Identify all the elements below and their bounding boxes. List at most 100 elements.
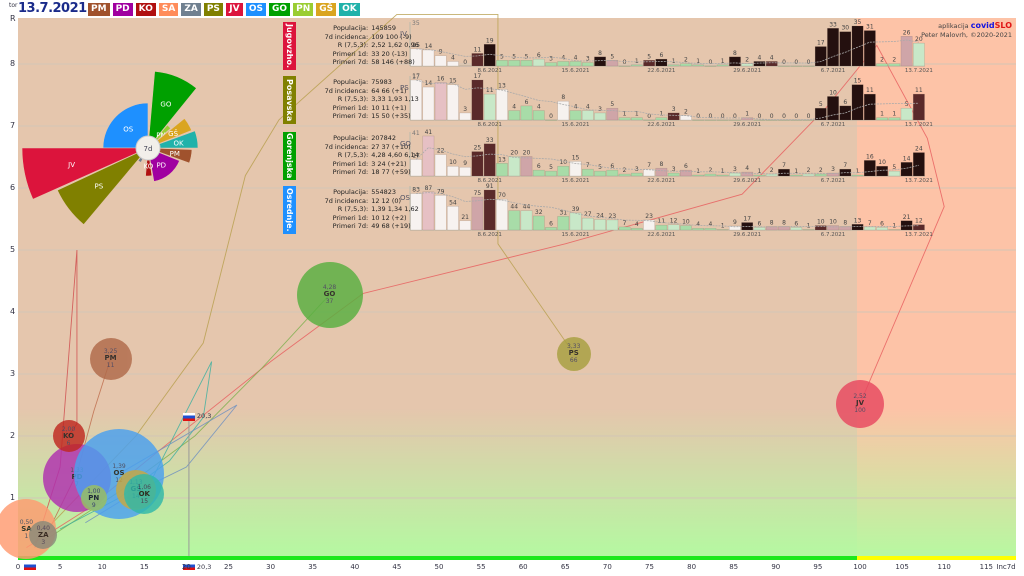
slovenia-value: 20,3 (196, 563, 212, 571)
bar-value-label: 9 (733, 219, 737, 226)
region-chip-OK[interactable]: OK (339, 3, 360, 16)
x-tick-label: 105 (895, 563, 909, 571)
bar (851, 174, 864, 177)
bar (520, 156, 533, 177)
bar (618, 117, 631, 121)
bar-value-label: 30 (841, 25, 849, 32)
bar-value-label: 15 (572, 154, 580, 161)
current-date: 13.7.2021 (18, 1, 87, 16)
bar-value-label: 1 (856, 168, 860, 175)
bar (888, 229, 901, 231)
pie-center (135, 135, 161, 161)
bar (900, 220, 913, 231)
bar-value-label: 6 (537, 52, 541, 59)
bubble-code: SA (21, 524, 32, 533)
bar (459, 65, 472, 67)
region-chip-PN[interactable]: PN (293, 3, 314, 16)
bubble-r: 4,28 (322, 284, 337, 292)
bar-value-label: 7 (843, 162, 847, 169)
stat-row: R (7,5,3) :2,52 1,62 0,96 (300, 41, 419, 50)
bar (643, 60, 655, 67)
stat-label: 7d incidenca (324, 32, 366, 41)
bar (557, 165, 570, 177)
region-chip-KO[interactable]: KO (135, 3, 156, 16)
bar-value-label: 24 (915, 146, 923, 153)
stat-value: 1,39 1,34 1,62 (371, 205, 419, 213)
bubble-r: 1,00 (87, 487, 101, 495)
bubble-code: PN (88, 493, 100, 502)
stat-label: Primeri 7d (332, 58, 366, 66)
pie-slice-PS (56, 147, 149, 226)
slovenia-value: 20,3 (196, 412, 212, 421)
stat-separator: : (366, 32, 369, 41)
max-label: 41 (412, 130, 420, 137)
pie-slice-KO (145, 147, 153, 177)
credits: aplikacija covidSLO Peter Malovrh, ©2020… (921, 21, 1012, 40)
pie-slice-JV (21, 147, 149, 200)
bar-value-label: 5 (549, 164, 553, 171)
x-tick-label: 0 (15, 563, 21, 571)
bar-value-label: 7 (647, 162, 651, 169)
bar-value-label: 7 (868, 220, 872, 227)
bar-value-label: 83 (412, 187, 420, 194)
bar-value-label: 1 (696, 58, 700, 65)
bar-value-label: 11 (474, 46, 482, 53)
stat-label: Primeri 1d (332, 213, 366, 222)
bar-value-label: 33 (829, 21, 837, 28)
pie-slice-label: OK (173, 140, 184, 148)
bar (532, 58, 545, 67)
region-chip-PD[interactable]: PD (112, 3, 133, 16)
region-chip-SA[interactable]: SA (158, 3, 179, 16)
region-tag[interactable]: Posavska (283, 76, 296, 124)
bar (778, 226, 790, 231)
region-tag[interactable]: Osrednje. (283, 186, 296, 234)
bar (778, 168, 790, 177)
bar-value-label: 4 (512, 104, 516, 111)
bar-value-label: 3 (463, 106, 467, 113)
weekday: tor (9, 2, 18, 9)
stat-separator: : (366, 134, 369, 142)
bubble-code: GO (323, 290, 336, 299)
region-chip-PS[interactable]: PS (203, 3, 223, 16)
x-tick-label: 70 (602, 563, 612, 571)
bar-value-label: 17 (817, 40, 825, 47)
bar-value-label: 0 (696, 113, 700, 120)
bar (765, 226, 778, 231)
bar (900, 36, 913, 67)
region-chip-ZA[interactable]: ZA (181, 3, 201, 16)
stat-value: 207842 (371, 134, 397, 142)
region-tag[interactable]: Gorenjska (283, 132, 296, 180)
stat-value: 145859 (371, 24, 397, 32)
bar-value-label: 79 (437, 188, 445, 195)
x-tick-label: 40 (350, 563, 360, 571)
bar (655, 58, 668, 67)
bar-value-label: 19 (486, 37, 494, 44)
bar (814, 225, 827, 231)
region-chip-GŠ[interactable]: GŠ (316, 3, 337, 16)
bar-value-label: 20 (915, 36, 923, 43)
region-chip-PM[interactable]: PM (88, 3, 110, 16)
bar (876, 227, 888, 231)
y-tick-label: 4 (10, 307, 16, 316)
region-tag[interactable]: Jugovzho. (283, 22, 296, 70)
region-chip-OS[interactable]: OS (245, 3, 267, 16)
region-chip-GO[interactable]: GO (269, 3, 291, 16)
bar-value-label: 23 (609, 213, 617, 220)
region-chip-JV[interactable]: JV (225, 3, 243, 16)
pie-center-label: 7d (144, 145, 153, 153)
bar-value-label: 41 (425, 129, 433, 136)
bar (863, 160, 876, 177)
bar (912, 152, 925, 177)
bar-value-label: 31 (866, 24, 874, 31)
